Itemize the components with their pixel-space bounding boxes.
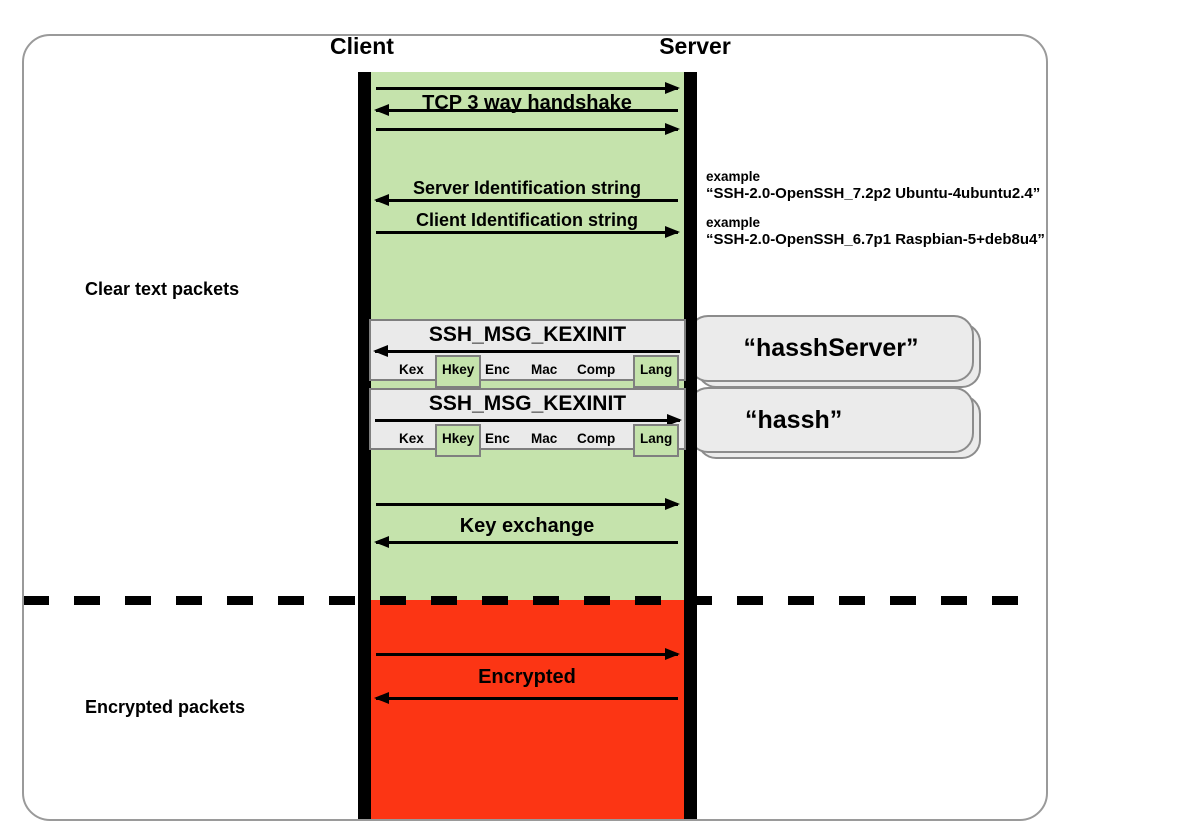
client-identification-label: Client Identification string bbox=[415, 210, 638, 230]
clear-encrypted-separator bbox=[23, 596, 1021, 605]
hassh-server-fingerprint-box: “hasshServer” bbox=[688, 315, 974, 382]
arrow-synack-left bbox=[374, 104, 678, 116]
arrow-kexinit-right bbox=[375, 414, 682, 426]
kex-field: Comp bbox=[577, 362, 616, 377]
kex-field: Comp bbox=[577, 431, 616, 446]
example-value: “SSH-2.0-OpenSSH_6.7p1 Raspbian-5+deb8u4… bbox=[706, 230, 1045, 248]
kexinit-title: SSH_MSG_KEXINIT bbox=[428, 392, 627, 415]
arrow-encrypted-left bbox=[374, 692, 678, 704]
kexinit-server-box: SSH_MSG_KEXINIT Kex Hkey Enc Mac Comp La… bbox=[369, 319, 686, 388]
hassh-fingerprint-box: “hassh” bbox=[688, 387, 974, 453]
client-title: Client bbox=[330, 33, 394, 59]
clear-text-packets-label: Clear text packets bbox=[85, 279, 240, 299]
arrow-server-id-left bbox=[374, 194, 678, 206]
tcp-handshake-label: TCP 3 way handshake bbox=[422, 92, 632, 114]
key-exchange-label: Key exchange bbox=[459, 515, 595, 537]
kexinit-client-box: SSH_MSG_KEXINIT Kex Hkey Enc Mac Comp La… bbox=[369, 388, 686, 457]
arrow-syn-right bbox=[376, 82, 680, 94]
kex-field: Mac bbox=[531, 362, 558, 377]
example-value: “SSH-2.0-OpenSSH_7.2p2 Ubuntu-4ubuntu2.4… bbox=[706, 184, 1041, 202]
kex-field-hkey-highlight: Hkey bbox=[435, 424, 482, 457]
kex-field: Mac bbox=[531, 431, 558, 446]
kexinit-title: SSH_MSG_KEXINIT bbox=[428, 323, 627, 346]
kex-field: Kex bbox=[399, 362, 424, 377]
client-lifeline bbox=[358, 72, 371, 819]
hassh-label: “hassh” bbox=[745, 405, 843, 434]
server-identification-label: Server Identification string bbox=[412, 178, 642, 198]
kex-field-lang-highlight: Lang bbox=[633, 355, 680, 388]
arrow-keyexchange-right bbox=[376, 498, 680, 510]
client-id-example: example “SSH-2.0-OpenSSH_6.7p1 Raspbian-… bbox=[706, 215, 1045, 248]
encrypted-region bbox=[371, 600, 684, 819]
encrypted-packets-label: Encrypted packets bbox=[85, 697, 246, 717]
example-label: example bbox=[706, 215, 761, 230]
encrypted-label: Encrypted bbox=[478, 666, 576, 688]
kex-field: Kex bbox=[399, 431, 424, 446]
arrow-keyexchange-left bbox=[374, 536, 678, 548]
arrow-encrypted-right bbox=[376, 648, 680, 660]
server-title: Server bbox=[659, 33, 731, 59]
server-id-example: example “SSH-2.0-OpenSSH_7.2p2 Ubuntu-4u… bbox=[706, 169, 1040, 202]
kex-field-lang-highlight: Lang bbox=[633, 424, 680, 457]
kex-field: Enc bbox=[485, 431, 510, 446]
arrow-kexinit-left bbox=[373, 345, 680, 357]
arrow-ack-right bbox=[376, 123, 680, 135]
server-lifeline bbox=[684, 72, 697, 819]
kex-field: Enc bbox=[485, 362, 510, 377]
hassh-server-label: “hasshServer” bbox=[743, 334, 919, 362]
example-label: example bbox=[706, 169, 761, 184]
kex-field-hkey-highlight: Hkey bbox=[435, 355, 482, 388]
arrow-client-id-right bbox=[376, 226, 680, 238]
